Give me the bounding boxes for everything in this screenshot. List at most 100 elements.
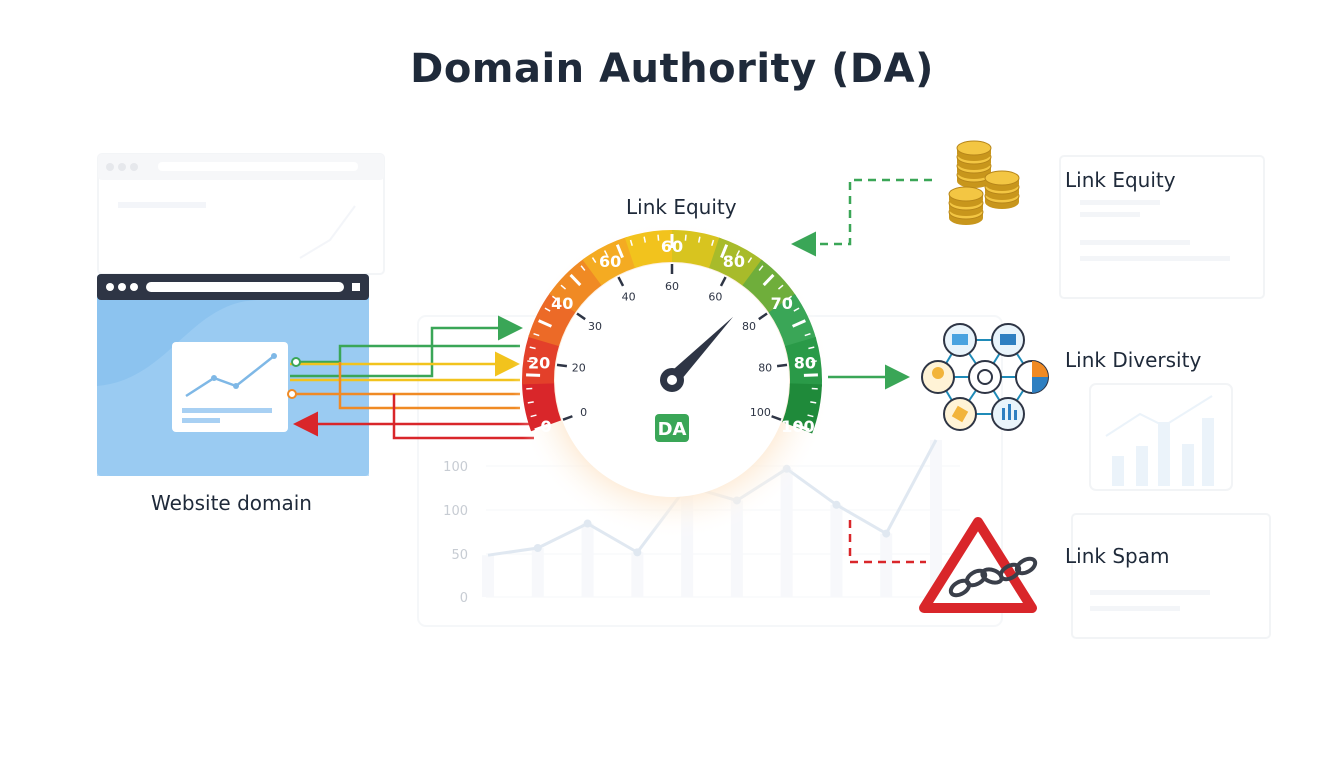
node-glyph xyxy=(952,334,968,345)
bg-chart-point xyxy=(533,544,542,552)
background-browser-card xyxy=(97,153,385,275)
bg-chart-bar xyxy=(631,552,644,597)
gauge-outer-tick-label: 60 xyxy=(599,252,621,271)
bg-chart-tick: 0 xyxy=(460,591,468,606)
bg-chart-bar xyxy=(880,533,893,597)
gauge-inner-tick xyxy=(562,415,573,421)
factor-connectors xyxy=(791,178,932,564)
bg-chart-bar xyxy=(830,504,843,597)
bg-chart-point xyxy=(882,529,891,538)
gauge-tick xyxy=(762,273,775,287)
gauge-badge-text: DA xyxy=(658,419,687,440)
network-node xyxy=(968,360,1002,394)
gauge-arc-segment xyxy=(549,258,603,313)
gauge-inner-tick-label: 60 xyxy=(708,291,722,304)
gauge-inner-tick xyxy=(556,363,568,368)
gauge-tick xyxy=(527,401,534,404)
gauge-needle-hub-center xyxy=(667,375,677,385)
gauge-inner-tick xyxy=(758,312,768,321)
gauge-top-label: Link Equity xyxy=(626,195,737,219)
link-spam-label: Link Spam xyxy=(1065,544,1170,568)
node-glyph xyxy=(977,369,993,385)
gauge-inner-tick-label: 80 xyxy=(742,320,756,333)
gauge-tick xyxy=(793,307,800,312)
page-title: Domain Authority (DA) xyxy=(410,46,934,92)
node-glyph xyxy=(1000,334,1016,345)
gauge-arc-segment xyxy=(768,293,817,348)
bg-chart-bar xyxy=(482,555,494,597)
gauge-tick xyxy=(534,423,549,432)
link-diversity-label: Link Diversity xyxy=(1065,348,1202,372)
gauge-arc-segment xyxy=(672,230,722,269)
bg-chart-point xyxy=(633,548,642,557)
gauge-tick xyxy=(711,239,715,246)
gauge-tick xyxy=(657,234,660,241)
gauge-arc-segment xyxy=(624,230,675,268)
gauge-inner-tick xyxy=(771,415,782,421)
bg-chart-point xyxy=(583,519,592,528)
gauge-arc-segment xyxy=(582,236,637,286)
gauge-outer-tick-label: 80 xyxy=(794,354,816,373)
gauge-tick xyxy=(643,236,647,243)
right-background-cards xyxy=(1059,155,1271,639)
gauge-tick xyxy=(758,265,764,271)
gauge-tick xyxy=(527,360,534,363)
coins-icon xyxy=(948,140,1020,225)
gauge-tick xyxy=(786,295,793,301)
gauge-needle xyxy=(666,316,734,385)
gauge-tick xyxy=(580,265,586,271)
gauge-inner-tick xyxy=(776,363,788,368)
bg-chart-bar xyxy=(531,548,544,597)
gauge-tick xyxy=(569,273,582,287)
bg-chart-tick: 50 xyxy=(451,548,468,563)
gauge-tick xyxy=(538,319,553,328)
warning-chain-icon xyxy=(919,517,1038,613)
gauge-arc-segment xyxy=(709,237,764,287)
node-glyph xyxy=(1032,361,1048,377)
gauge-inner-tick-label: 100 xyxy=(750,406,771,419)
website-domain-label: Website domain xyxy=(151,491,312,515)
gauge-tick xyxy=(735,250,741,257)
gauge-arc-segment xyxy=(528,292,577,347)
gauge-tick xyxy=(777,284,784,290)
node-glyph xyxy=(932,367,944,379)
gauge-arc-segment xyxy=(742,259,797,314)
bg-chart-tick: 100 xyxy=(443,460,468,475)
gauge-tick xyxy=(747,257,753,263)
gauge-tick xyxy=(804,332,811,337)
gauge-inner-tick xyxy=(576,312,586,321)
node-glyph xyxy=(1032,377,1048,393)
bg-chart-bar xyxy=(581,523,594,597)
gauge-outer-tick-label: 20 xyxy=(528,354,550,373)
gauge-inner-tick-label: 20 xyxy=(572,362,586,375)
bg-chart-bar xyxy=(930,440,942,597)
gauge-tick xyxy=(629,239,633,246)
gauge-outer-tick-label: 70 xyxy=(771,294,793,313)
gauge-arc-segment xyxy=(782,383,822,434)
node-glyph xyxy=(951,405,969,423)
gauge-arc-segment xyxy=(522,381,562,432)
link-equity-label: Link Equity xyxy=(1065,168,1176,192)
node-glyph xyxy=(1002,408,1005,420)
gauge-inner-tick-label: 0 xyxy=(580,406,587,419)
gauge-inner-tick-label: 30 xyxy=(588,320,602,333)
gauge-tick xyxy=(591,257,597,263)
gauge-tick xyxy=(533,332,540,337)
gauge-tick xyxy=(697,236,701,243)
gauge-outer-tick-label: 40 xyxy=(551,294,573,313)
gauge-outer-tick-label: 60 xyxy=(661,237,683,256)
gauge-badge xyxy=(655,414,689,442)
gauge-tick xyxy=(810,401,817,404)
gauge-tick xyxy=(720,244,729,259)
gauge-tick xyxy=(530,414,537,418)
gauge-tick xyxy=(560,284,567,290)
link-connectors xyxy=(287,315,534,440)
gauge-tick xyxy=(684,234,687,241)
gauge-inner-tick-label: 80 xyxy=(758,362,772,375)
gauge-inner-tick-label: 60 xyxy=(665,280,679,293)
gauge-tick xyxy=(603,250,609,257)
gauge-tick xyxy=(808,346,815,350)
